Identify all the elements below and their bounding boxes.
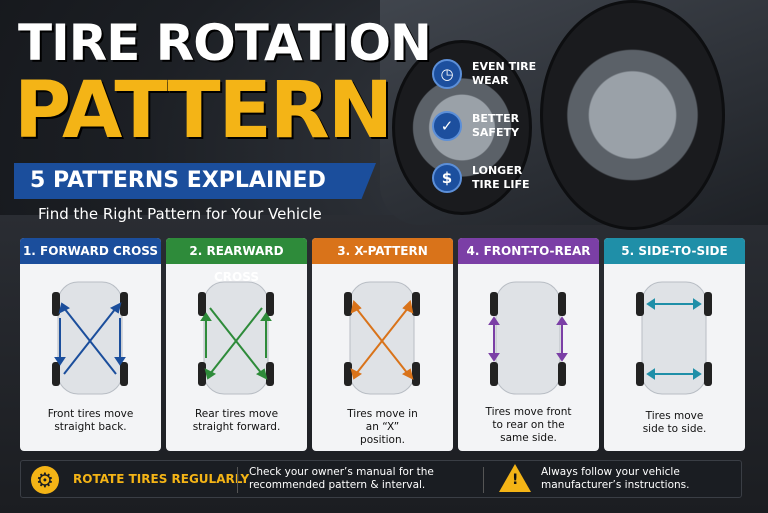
card-title: 2. REARWARD CROSS [166,238,307,284]
car-diagram-side-to-side [636,281,712,395]
divider [237,467,238,493]
warning-icon: ! [499,464,531,492]
manufacturer-note: Always follow your vehicle manufacturer’… [541,466,690,491]
subtitle: Find the Right Pattern for Your Vehicle [38,205,322,223]
card-description: Tires move side to side. [642,410,707,435]
benefit-text: EVEN TIRE WEAR [472,60,537,87]
benefits-list: ◷ EVEN TIRE WEAR ✓ BETTER SAFETY $ LONGE… [432,48,542,204]
car-diagram-front-to-rear [488,281,568,395]
dollar-icon: $ [432,163,462,193]
clock-icon: ◷ [432,59,462,89]
card-description: Front tires move straight back. [47,408,134,433]
benefit-item: ✓ BETTER SAFETY [432,100,542,152]
pattern-card-forward-cross: 1. FORWARD CROSS Front tires move straig… [20,238,161,451]
ribbon-label: 5 PATTERNS EXPLAINED [30,168,326,193]
car-diagram-forward-cross [52,281,128,395]
warning-glyph: ! [512,472,519,488]
card-description: Tires move front to rear on the same sid… [485,406,572,444]
car-diagram-x-pattern [344,281,420,395]
rear-wheel-image [392,40,532,215]
benefit-text: BETTER SAFETY [472,112,520,139]
title-line-2: PATTERN [14,66,393,156]
pattern-card-x-pattern: 3. X-PATTERN Tires move in an “X” positi… [312,238,453,451]
pattern-card-rearward-cross: 2. REARWARD CROSS Rear tires move straig… [166,238,307,451]
front-wheel-image [540,0,725,230]
pattern-card-front-to-rear: 4. FRONT-TO-REAR Tires move front to rea… [458,238,599,451]
reminder-bar: ⚙ ROTATE TIRES REGULARLY Check your owne… [20,460,742,498]
title-line-1: TIRE ROTATION [18,14,432,72]
patterns-ribbon: 5 PATTERNS EXPLAINED [14,163,376,199]
card-title: 3. X-PATTERN [312,238,453,264]
benefit-text: LONGER TIRE LIFE [472,164,530,191]
card-title: 4. FRONT-TO-REAR [458,238,599,264]
card-title: 1. FORWARD CROSS [20,238,161,264]
card-title: 5. SIDE-TO-SIDE [604,238,745,264]
car-diagram-rearward-cross [198,281,274,395]
gear-icon: ⚙ [31,466,59,494]
card-description: Rear tires move straight forward. [192,408,281,433]
benefit-item: $ LONGER TIRE LIFE [432,152,542,204]
manual-note: Check your owner’s manual for the recomm… [249,466,434,491]
benefit-item: ◷ EVEN TIRE WEAR [432,48,542,100]
reminder-heading: ROTATE TIRES REGULARLY [73,472,250,486]
card-description: Tires move in an “X” position. [347,408,418,446]
pattern-card-side-to-side: 5. SIDE-TO-SIDE Tires move side to side. [604,238,745,451]
divider [483,467,484,493]
shield-check-icon: ✓ [432,111,462,141]
